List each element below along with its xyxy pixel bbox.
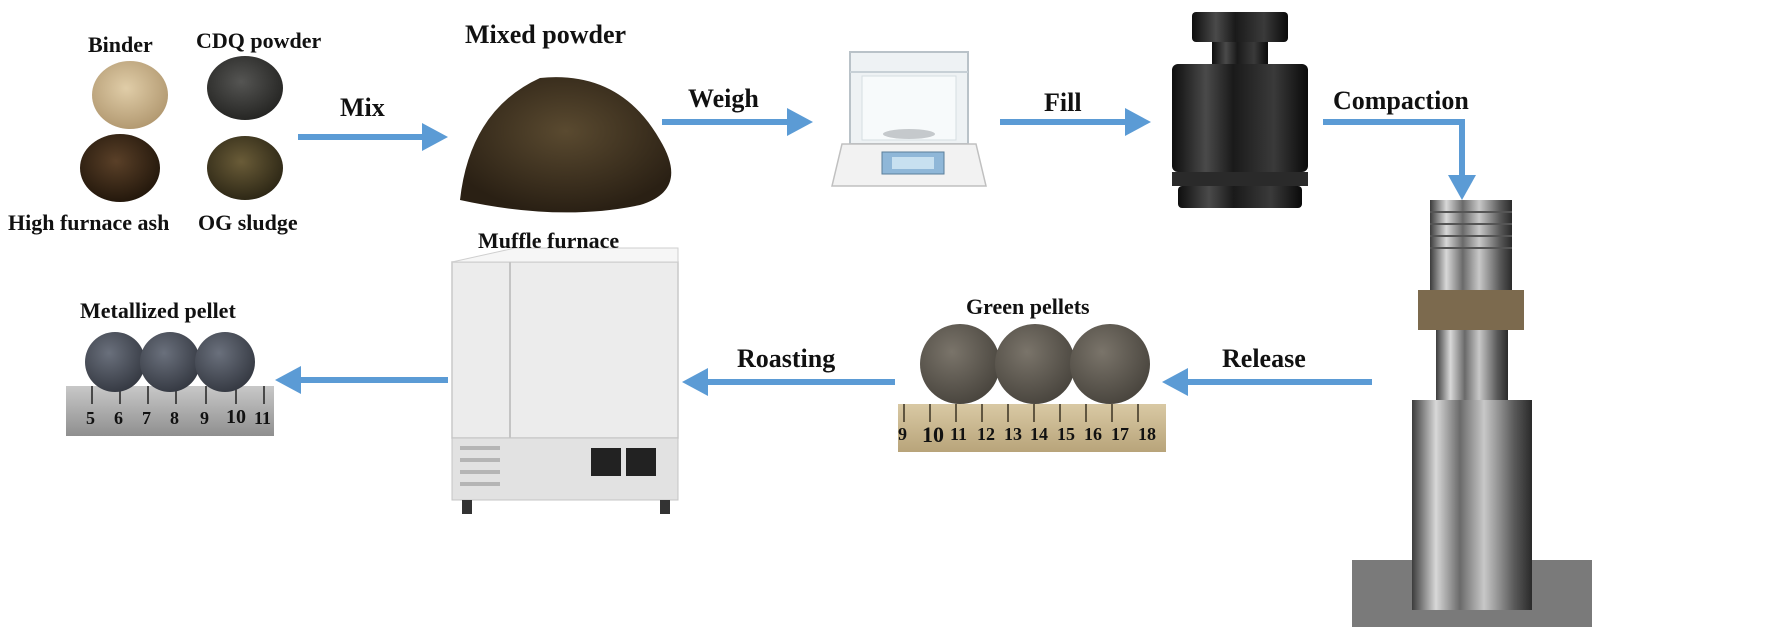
ruler-number: 17 [1111, 424, 1129, 444]
muffle-furnace [451, 247, 679, 514]
metallized-pellet [195, 332, 255, 392]
arrow-roasting [682, 368, 895, 396]
arrow-compaction [1323, 119, 1476, 200]
metallized-pellets-group [66, 332, 274, 436]
label-cdq-powder: CDQ powder [196, 28, 322, 53]
ruler-number: 16 [1084, 424, 1102, 444]
ruler-number: 6 [114, 408, 123, 428]
steel-mold [1172, 12, 1308, 208]
press-column [1352, 200, 1592, 627]
analytical-balance [831, 51, 987, 187]
ruler-number: 18 [1138, 424, 1156, 444]
label-metallized-pellet: Metallized pellet [80, 298, 236, 323]
ruler-number: 14 [1030, 424, 1048, 444]
metal-ruler-numbers: 5 6 7 8 9 10 11 [66, 406, 274, 434]
og-sludge-powder [207, 136, 283, 200]
ruler-number: 12 [977, 424, 995, 444]
green-ruler-numbers: 9 10 11 12 13 14 15 16 17 18 [898, 422, 1166, 450]
green-pellet [995, 324, 1075, 404]
label-mix: Mix [340, 93, 385, 122]
ruler-number: 5 [86, 408, 95, 428]
ruler-number: 9 [898, 424, 907, 444]
ruler-number: 8 [170, 408, 179, 428]
label-og-sludge: OG sludge [198, 210, 298, 235]
green-pellet [1070, 324, 1150, 404]
ruler-number: 7 [142, 408, 151, 428]
arrow-fill [1000, 108, 1151, 136]
label-high-furnace-ash: High furnace ash [8, 210, 170, 235]
arrow-mix [298, 123, 448, 151]
label-roasting: Roasting [737, 344, 836, 373]
arrow-weigh [662, 108, 813, 136]
high-furnace-ash-powder [80, 134, 160, 202]
label-compaction: Compaction [1333, 86, 1469, 115]
metal-ruler [66, 386, 274, 436]
label-muffle-furnace: Muffle furnace [478, 228, 620, 253]
green-pellet [920, 324, 1000, 404]
ruler-number: 10 [226, 406, 246, 428]
ruler-number: 9 [200, 408, 209, 428]
green-ruler [898, 404, 1166, 452]
arrow-to-metallized [275, 366, 448, 394]
label-green-pellets: Green pellets [966, 294, 1090, 319]
arrow-release [1162, 368, 1372, 396]
metallized-pellet [140, 332, 200, 392]
ruler-number: 11 [254, 408, 272, 428]
green-pellets-group [898, 324, 1166, 452]
mixed-powder-pile [460, 77, 672, 213]
metallized-pellet [85, 332, 145, 392]
binder-powder [92, 61, 168, 129]
ruler-number: 15 [1057, 424, 1075, 444]
label-weigh: Weigh [688, 84, 759, 113]
label-binder: Binder [88, 32, 153, 57]
ruler-number: 10 [922, 422, 944, 447]
ruler-number: 11 [950, 424, 968, 444]
label-mixed-powder: Mixed powder [465, 20, 627, 49]
ruler-number: 13 [1004, 424, 1022, 444]
cdq-powder [207, 56, 283, 120]
label-release: Release [1222, 344, 1306, 373]
label-fill: Fill [1044, 88, 1082, 117]
